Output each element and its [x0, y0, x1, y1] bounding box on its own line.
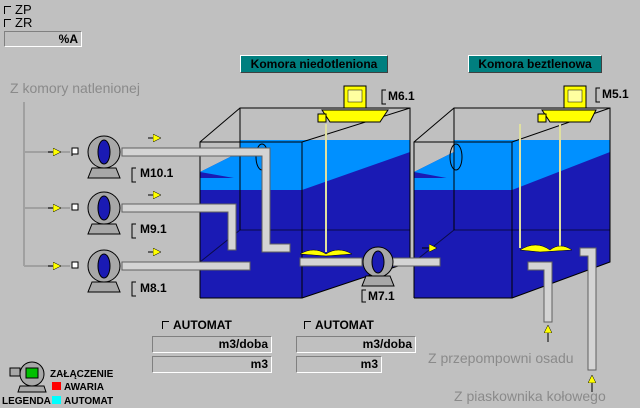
pump-pipes [121, 147, 597, 371]
left-automat-toggle[interactable]: AUTOMAT [162, 318, 232, 332]
from-grit-label: Z piaskownika kołowego [454, 388, 606, 404]
percent-readout: %A [4, 31, 82, 47]
mixer-m6-label: M6.1 [386, 89, 417, 103]
zp-label: ZP [15, 2, 32, 17]
mixer-m6-icon[interactable] [317, 85, 389, 123]
pump-m8-icon[interactable] [71, 249, 121, 293]
pump-m10-label: M10.1 [138, 166, 176, 180]
right-automat-label: AUTOMAT [315, 318, 374, 332]
zp-indicator[interactable]: ZP [4, 2, 32, 17]
pump-m7-label: M7.1 [366, 289, 397, 303]
auto-color-swatch [52, 396, 61, 404]
zr-indicator[interactable]: ZR [4, 15, 32, 30]
right-automat-toggle[interactable]: AUTOMAT [304, 318, 374, 332]
anaerobic-chamber-title: Komora beztlenowa [468, 55, 602, 73]
pump-m7-icon[interactable] [361, 246, 395, 287]
feed-arrows [48, 152, 60, 266]
legend-title: LEGENDA [2, 396, 51, 407]
left-flow-unit: m3/doba [218, 337, 268, 351]
fault-color-swatch [52, 382, 61, 390]
right-flow-unit: m3/doba [362, 337, 412, 351]
flow-arrows [148, 138, 592, 392]
mixer-shafts [299, 124, 573, 257]
label-brackets [131, 87, 600, 303]
aerated-feed-line [23, 102, 70, 267]
right-volume-readout: m3 [296, 356, 382, 373]
right-volume-unit: m3 [360, 357, 378, 371]
left-flow-readout: m3/doba [152, 336, 272, 353]
anaerobic-tank [413, 107, 611, 299]
left-volume-unit: m3 [250, 357, 268, 371]
pump-m9-label: M9.1 [138, 222, 169, 236]
left-automat-label: AUTOMAT [173, 318, 232, 332]
legend-on-label: ZAŁĄCZENIE [50, 369, 114, 380]
legend-fault: AWARIA [52, 382, 104, 393]
from-sludge-pump-label: Z przepompowni osadu [428, 350, 574, 366]
pump-m9-icon[interactable] [71, 191, 121, 235]
percent-unit: %A [58, 32, 78, 46]
mixer-m5-label: M5.1 [600, 87, 631, 101]
legend-auto: AUTOMAT [52, 396, 113, 407]
left-volume-readout: m3 [152, 356, 272, 373]
mixer-m5-icon[interactable] [537, 85, 597, 123]
right-flow-readout: m3/doba [296, 336, 416, 353]
pump-m10-icon[interactable] [71, 135, 121, 179]
anoxic-chamber-title: Komora niedotleniona [240, 55, 388, 73]
zr-label: ZR [15, 15, 33, 30]
from-aerated-label: Z komory natlenionej [10, 80, 140, 96]
pump-m8-label: M8.1 [138, 281, 169, 295]
legend-pump-icon [9, 361, 47, 393]
